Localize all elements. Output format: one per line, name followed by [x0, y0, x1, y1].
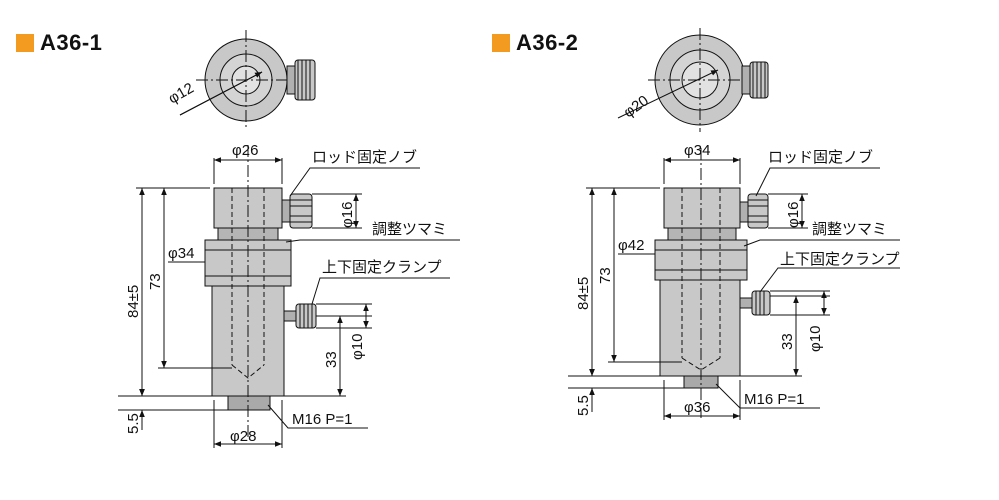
label-thread: M16 P=1: [744, 391, 804, 408]
dim-collar-dia: φ42: [618, 237, 644, 254]
label-thread: M16 P=1: [292, 411, 352, 428]
label-clamp: 上下固定クランプ: [322, 258, 442, 276]
side-view: [204, 145, 317, 440]
dim-clamp-dia: φ10: [807, 326, 824, 352]
dim-clamp-height: 33: [779, 333, 796, 350]
drawing-a36-2: φ20: [568, 28, 900, 420]
drawing-a36-1: φ12: [118, 30, 460, 448]
dim-inner-height: 73: [147, 273, 164, 290]
dim-total-height: 84±5: [575, 277, 592, 310]
title-a36-1: A36-1: [16, 30, 102, 56]
label-adjust-knob: 調整ツマミ: [372, 220, 447, 238]
dim-knob-dia: φ16: [785, 202, 802, 228]
dimension-lines: [568, 157, 900, 420]
label-rod-knob: ロッド固定ノブ: [768, 148, 873, 166]
dim-base-dia: φ28: [230, 428, 256, 445]
dim-head-dia: φ34: [684, 142, 710, 159]
dim-head-dia: φ26: [232, 142, 258, 159]
top-view: [179, 30, 316, 130]
dim-base-dia: φ36: [684, 399, 710, 416]
dimension-lines: [118, 157, 460, 448]
orange-square-marker: [16, 34, 34, 52]
label-clamp: 上下固定クランプ: [780, 250, 900, 268]
label-rod-knob: ロッド固定ノブ: [312, 148, 417, 166]
side-view: [654, 148, 771, 418]
model-title: A36-1: [40, 30, 103, 55]
dim-inner-height: 73: [597, 267, 614, 284]
dim-clamp-dia: φ10: [349, 334, 366, 360]
label-adjust-knob: 調整ツマミ: [812, 220, 887, 238]
model-title: A36-2: [516, 30, 579, 55]
dim-knob-dia: φ16: [339, 202, 356, 228]
title-a36-2: A36-2: [492, 30, 578, 56]
dim-base-height: 5.5: [125, 413, 142, 434]
top-view: [617, 28, 769, 132]
dim-collar-dia: φ34: [168, 245, 194, 262]
dim-total-height: 84±5: [125, 285, 142, 318]
dim-top-dia: φ12: [166, 80, 197, 108]
dim-base-height: 5.5: [575, 395, 592, 416]
dim-clamp-height: 33: [323, 351, 340, 368]
dim-top-dia: φ20: [621, 92, 652, 121]
orange-square-marker: [492, 34, 510, 52]
